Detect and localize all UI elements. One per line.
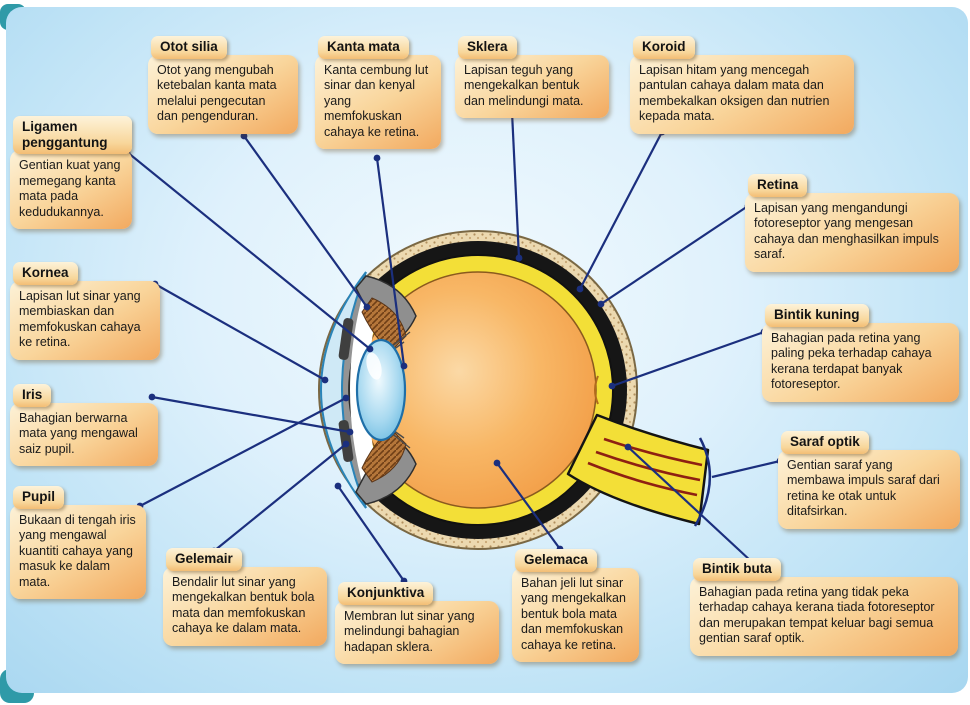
callout-bintik-kuning: Bintik kuning Bahagian pada retina yang …: [762, 304, 959, 402]
optic-nerve: [566, 413, 710, 526]
callout-title-text: Sklera: [467, 39, 508, 54]
callout-description: Bendalir lut sinar yang mengekalkan bent…: [163, 566, 327, 646]
connector-kornea: [151, 280, 329, 384]
callout-title: Saraf optik: [781, 431, 869, 454]
connector-lines: [123, 108, 784, 585]
callout-description: Lapisan teguh yang mengekalkan bentuk da…: [455, 54, 609, 119]
callout-description: Membran lut sinar yang melindungi bahagi…: [335, 600, 499, 665]
callout-description: Lapisan hitam yang mencegah pantulan cah…: [630, 54, 854, 134]
connector-otot-silia: [240, 132, 371, 311]
connector-kanta-mata: [373, 154, 408, 370]
callout-title-text: Bintik buta: [702, 561, 772, 576]
callout-description: Otot yang mengubah ketebalan kanta mata …: [148, 54, 298, 134]
callout-title-text: Konjunktiva: [347, 585, 425, 600]
callout-title-text: Retina: [757, 177, 799, 192]
callout-gelemair: Gelemair Bendalir lut sinar yang mengeka…: [163, 548, 327, 646]
callout-title-text: Iris: [22, 387, 43, 402]
callout-description: Bahagian berwarna mata yang mengawal sai…: [10, 402, 158, 467]
connector-ligamen-penggantung: [123, 148, 374, 353]
callout-title-text: Koroid: [642, 39, 686, 54]
callout-title: Ligamen penggantung: [13, 116, 132, 155]
lens: [355, 338, 407, 442]
anterior-segment: [320, 271, 417, 509]
callout-description: Lapisan lut sinar yang membiaskan dan me…: [10, 280, 160, 360]
callout-title: Iris: [13, 384, 52, 407]
callout-pupil: Pupil Bukaan di tengah iris yang mengawa…: [10, 486, 146, 600]
callout-sklera: Sklera Lapisan teguh yang mengekalkan be…: [455, 36, 609, 119]
connector-koroid: [576, 128, 666, 293]
callout-title: Pupil: [13, 486, 64, 509]
callout-title-text: Kanta mata: [327, 39, 400, 54]
connector-retina: [597, 202, 752, 308]
callout-title: Gelemaca: [515, 549, 597, 572]
callout-title-text: Pupil: [22, 489, 55, 504]
callout-description: Lapisan yang mengandungi fotoreseptor ya…: [745, 192, 959, 272]
callout-title: Retina: [748, 174, 808, 197]
callout-description: Kanta cembung lut sinar dan kenyal yang …: [315, 54, 441, 150]
connector-saraf-optik: [711, 457, 784, 479]
callout-title: Sklera: [458, 36, 517, 59]
connector-bintik-buta: [624, 443, 756, 566]
callout-description: Gentian kuat yang memegang kanta mata pa…: [10, 150, 132, 230]
callout-description: Bahagian pada retina yang tidak peka ter…: [690, 576, 958, 656]
callout-kornea: Kornea Lapisan lut sinar yang membiaskan…: [10, 262, 160, 360]
connector-bintik-kuning: [608, 328, 768, 390]
callout-title: Kornea: [13, 262, 78, 285]
callout-title: Koroid: [633, 36, 695, 59]
callout-description: Bahagian pada retina yang paling peka te…: [762, 322, 959, 402]
callout-title: Bintik buta: [693, 558, 781, 581]
callout-bintik-buta: Bintik buta Bahagian pada retina yang ti…: [690, 558, 958, 656]
connector-konjunktiva: [334, 482, 408, 585]
callout-description: Gentian saraf yang membawa impuls saraf …: [778, 449, 960, 529]
callout-otot-silia: Otot silia Otot yang mengubah ketebalan …: [148, 36, 298, 134]
callout-title-text: Kornea: [22, 265, 69, 280]
callout-title-text: Bintik kuning: [774, 307, 860, 322]
connector-gelemair: [210, 440, 350, 555]
callout-title: Konjunktiva: [338, 582, 434, 605]
callout-iris: Iris Bahagian berwarna mata yang mengawa…: [10, 384, 158, 467]
callout-title-text: Otot silia: [160, 39, 218, 54]
callout-gelemaca: Gelemaca Bahan jeli lut sinar yang menge…: [512, 549, 639, 663]
connector-sklera: [508, 108, 523, 262]
callout-description: Bukaan di tengah iris yang mengawal kuan…: [10, 504, 146, 600]
callout-konjunktiva: Konjunktiva Membran lut sinar yang melin…: [335, 582, 499, 665]
callout-title: Gelemair: [166, 548, 242, 571]
callout-retina: Retina Lapisan yang mengandungi fotorese…: [745, 174, 959, 272]
callout-title-text: Gelemair: [175, 551, 233, 566]
callout-description: Bahan jeli lut sinar yang mengekalkan be…: [512, 567, 639, 663]
connector-gelemaca: [493, 459, 564, 553]
fovea-notch: [594, 375, 599, 405]
callout-title: Bintik kuning: [765, 304, 869, 327]
callout-koroid: Koroid Lapisan hitam yang mencegah pantu…: [630, 36, 854, 134]
callout-title-text: Gelemaca: [524, 552, 588, 567]
optic-nerve-sheath: [566, 413, 710, 526]
callout-kanta-mata: Kanta mata Kanta cembung lut sinar dan k…: [315, 36, 441, 150]
callout-saraf-optik: Saraf optik Gentian saraf yang membawa i…: [778, 431, 960, 529]
callout-title-text: Ligamen penggantung: [22, 119, 108, 150]
callout-ligamen-penggantung: Ligamen penggantung Gentian kuat yang me…: [10, 116, 132, 230]
callout-title: Kanta mata: [318, 36, 409, 59]
callout-title: Otot silia: [151, 36, 227, 59]
callout-title-text: Saraf optik: [790, 434, 860, 449]
